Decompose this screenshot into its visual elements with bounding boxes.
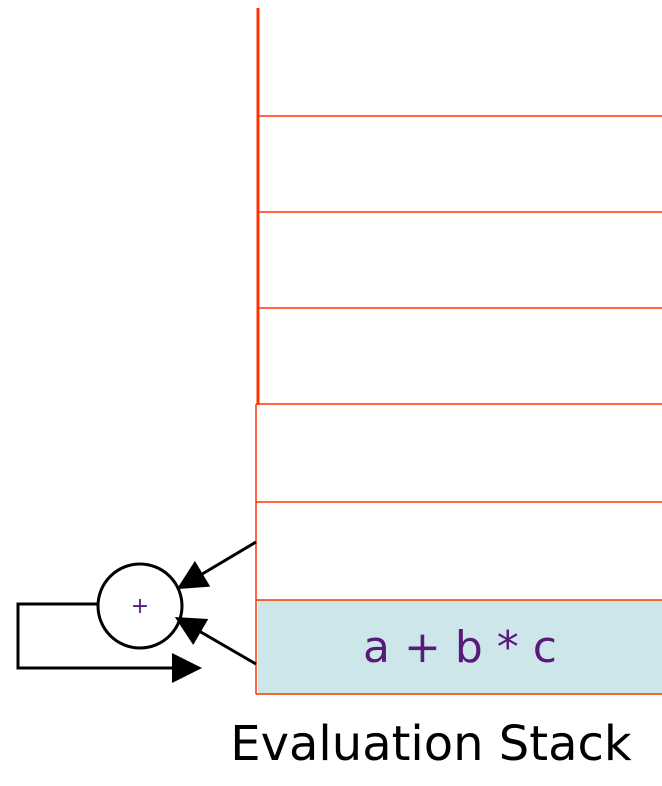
- stack-caption: Evaluation Stack: [230, 716, 632, 772]
- arrow-from-second-cell: [176, 540, 257, 590]
- operator-symbol: +: [130, 593, 150, 619]
- arrow-from-top-cell: [174, 616, 257, 666]
- result-return-path: [16, 602, 202, 683]
- operator-circle: [96, 562, 184, 650]
- stack-cell-top-fill: [258, 600, 662, 694]
- stack-top-entry: a + b * c: [363, 621, 557, 673]
